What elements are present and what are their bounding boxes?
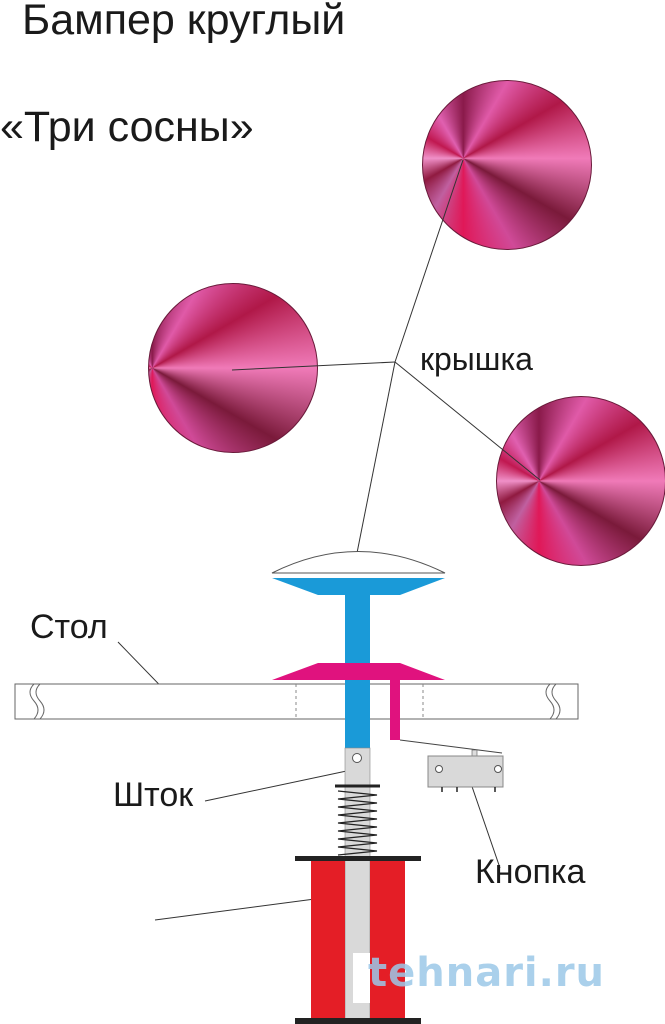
- cap-disk-left: [148, 283, 318, 453]
- cap-dome: [271, 551, 446, 574]
- cap-disk-top: [422, 80, 592, 250]
- rod-window: [353, 953, 370, 1003]
- label-rod: Шток: [113, 776, 194, 814]
- micro-switch: [399, 739, 504, 792]
- leader-lines: [117, 159, 541, 921]
- label-table: Стол: [30, 608, 108, 646]
- rod-hole: [352, 753, 362, 763]
- spring: [335, 784, 380, 856]
- flange: [272, 663, 445, 740]
- title-line2: «Три сосны»: [0, 103, 254, 151]
- title-line1: Бампер круглый: [22, 0, 346, 44]
- cap-disk-right: [496, 396, 665, 566]
- watermark: tehnari.ru: [368, 950, 606, 996]
- guide-body: [295, 856, 421, 1024]
- label-cap: крышка: [420, 341, 533, 377]
- table-plank: [14, 683, 579, 720]
- label-button: Кнопка: [475, 853, 586, 891]
